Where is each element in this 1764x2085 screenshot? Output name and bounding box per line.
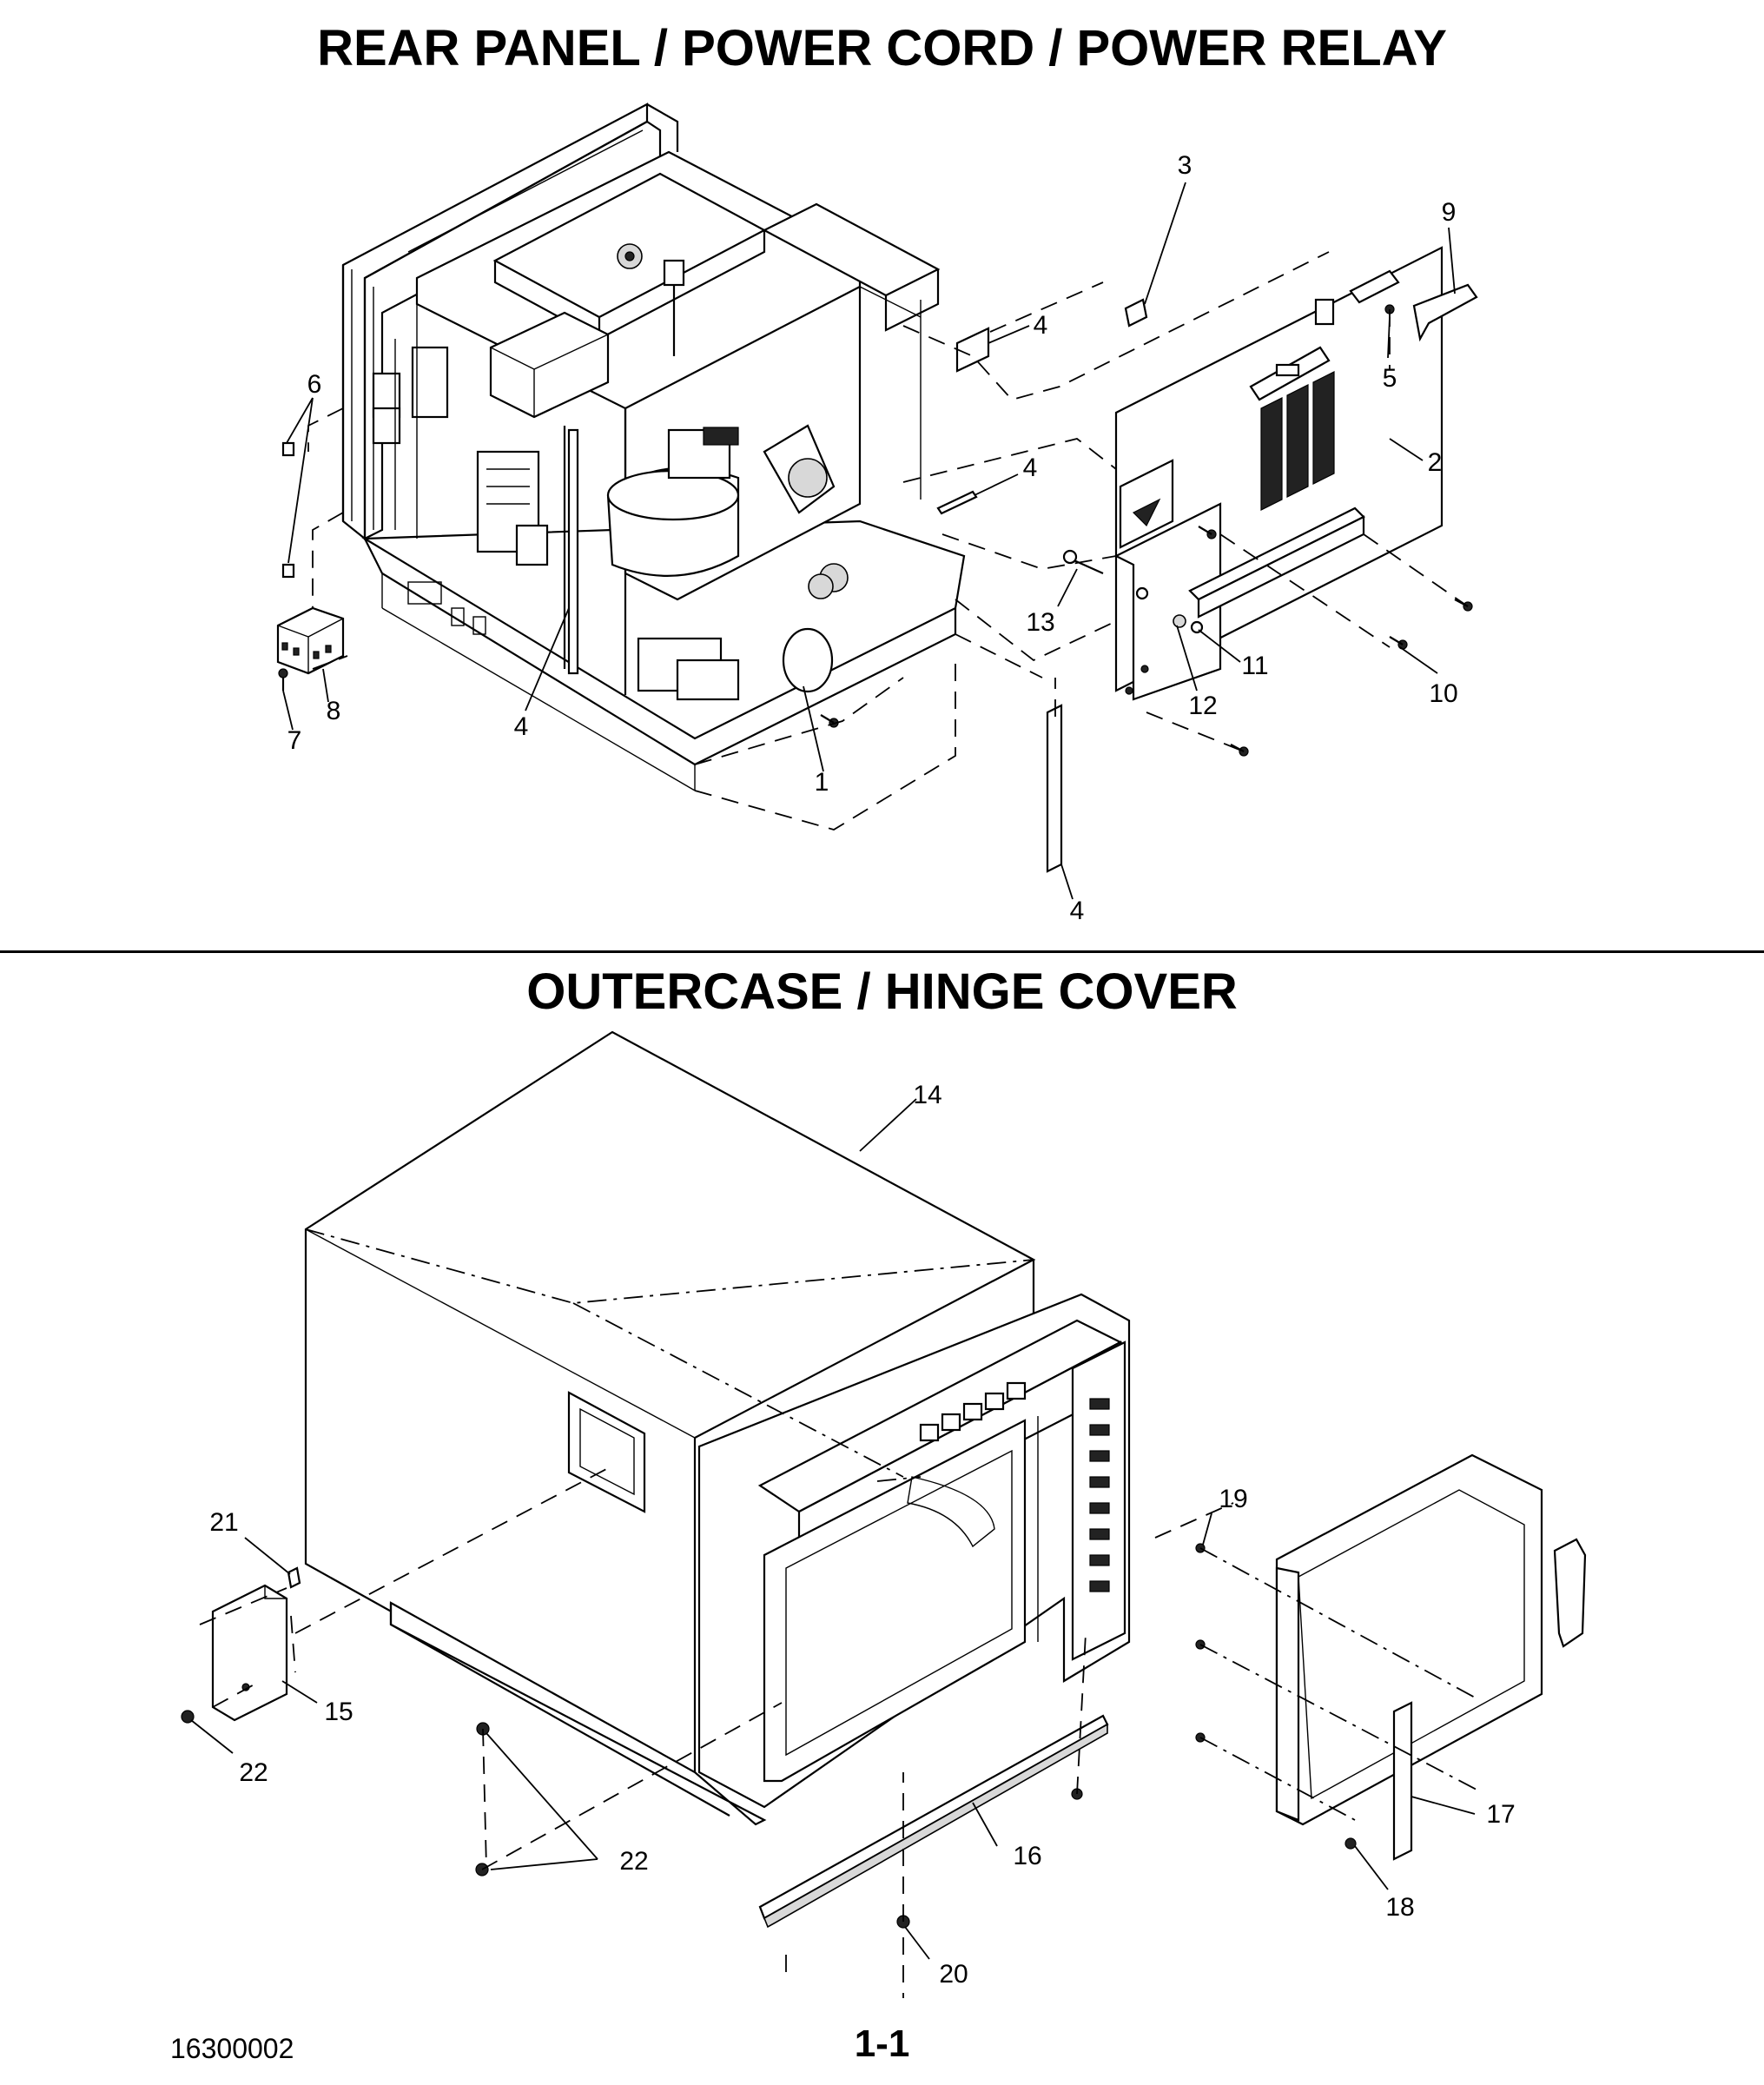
section-divider <box>0 950 1764 953</box>
terminal-post <box>1062 549 1104 575</box>
page-number: 1-1 <box>854 2022 910 2065</box>
callout-11: 11 <box>1241 652 1268 680</box>
callout-16: 16 <box>1013 1842 1041 1870</box>
callout-6: 6 <box>307 370 322 399</box>
callout-8: 8 <box>327 697 341 725</box>
callout-2: 2 <box>1428 448 1443 477</box>
callout-17: 17 <box>1486 1800 1515 1829</box>
callout-21: 21 <box>209 1508 238 1537</box>
rear-panel-part <box>1113 246 1444 701</box>
power-relay-part <box>276 606 345 675</box>
rear-panel-gasket-small <box>1124 298 1148 328</box>
callout-15: 15 <box>324 1698 353 1726</box>
access-cover-part <box>211 1584 288 1722</box>
top-section-title: REAR PANEL / POWER CORD / POWER RELAY <box>317 20 1447 76</box>
callout-22a: 22 <box>239 1758 268 1787</box>
callout-labels-bottom: 14 19 21 15 22 22 16 17 18 20 <box>209 1081 1515 1989</box>
oven-front-frame <box>697 1293 1131 1809</box>
bottom-section-title: OUTERCASE / HINGE COVER <box>526 963 1238 1020</box>
oven-chassis-assembly <box>341 103 966 791</box>
assembly-guide-lines-top <box>307 251 1469 831</box>
gasket-part-b <box>936 490 978 515</box>
callout-leaders-bottom <box>190 1098 1476 1960</box>
callout-9: 9 <box>1442 198 1457 227</box>
callout-13: 13 <box>1026 608 1054 637</box>
callout-10: 10 <box>1429 679 1457 708</box>
vent-slots <box>1260 371 1335 511</box>
callout-4d: 4 <box>1070 897 1085 925</box>
callout-labels-top: 3 9 4 5 6 2 4 13 11 12 10 8 7 4 1 4 <box>287 151 1458 925</box>
document-number: 16300002 <box>170 2033 294 2064</box>
callout-14: 14 <box>913 1081 941 1109</box>
assembly-guide-lines-bottom <box>199 1228 1477 1998</box>
callout-1: 1 <box>815 768 829 797</box>
callout-22b: 22 <box>619 1847 648 1876</box>
outercase-part <box>304 1030 1036 1826</box>
callout-20: 20 <box>939 1960 968 1989</box>
callout-leaders-top <box>282 182 1456 900</box>
clip-part-21 <box>287 1566 301 1589</box>
clip-part-upper <box>281 441 295 457</box>
clip-part-lower <box>281 563 295 579</box>
callout-5: 5 <box>1383 364 1397 393</box>
gasket-part-c <box>1046 704 1063 873</box>
hinge-strip-part <box>758 1714 1109 1929</box>
callout-4b: 4 <box>1023 453 1038 482</box>
callout-18: 18 <box>1385 1893 1414 1922</box>
callout-3: 3 <box>1178 151 1193 180</box>
callout-19: 19 <box>1219 1485 1247 1513</box>
gasket-part-a <box>955 327 990 373</box>
air-guide-part <box>1412 283 1478 342</box>
relay-screw <box>278 668 288 691</box>
callout-7: 7 <box>287 726 302 755</box>
callout-4c: 4 <box>514 712 529 741</box>
callout-12: 12 <box>1188 692 1217 720</box>
callout-4a: 4 <box>1034 311 1048 340</box>
hinge-cover-door-part <box>1275 1453 1587 1861</box>
